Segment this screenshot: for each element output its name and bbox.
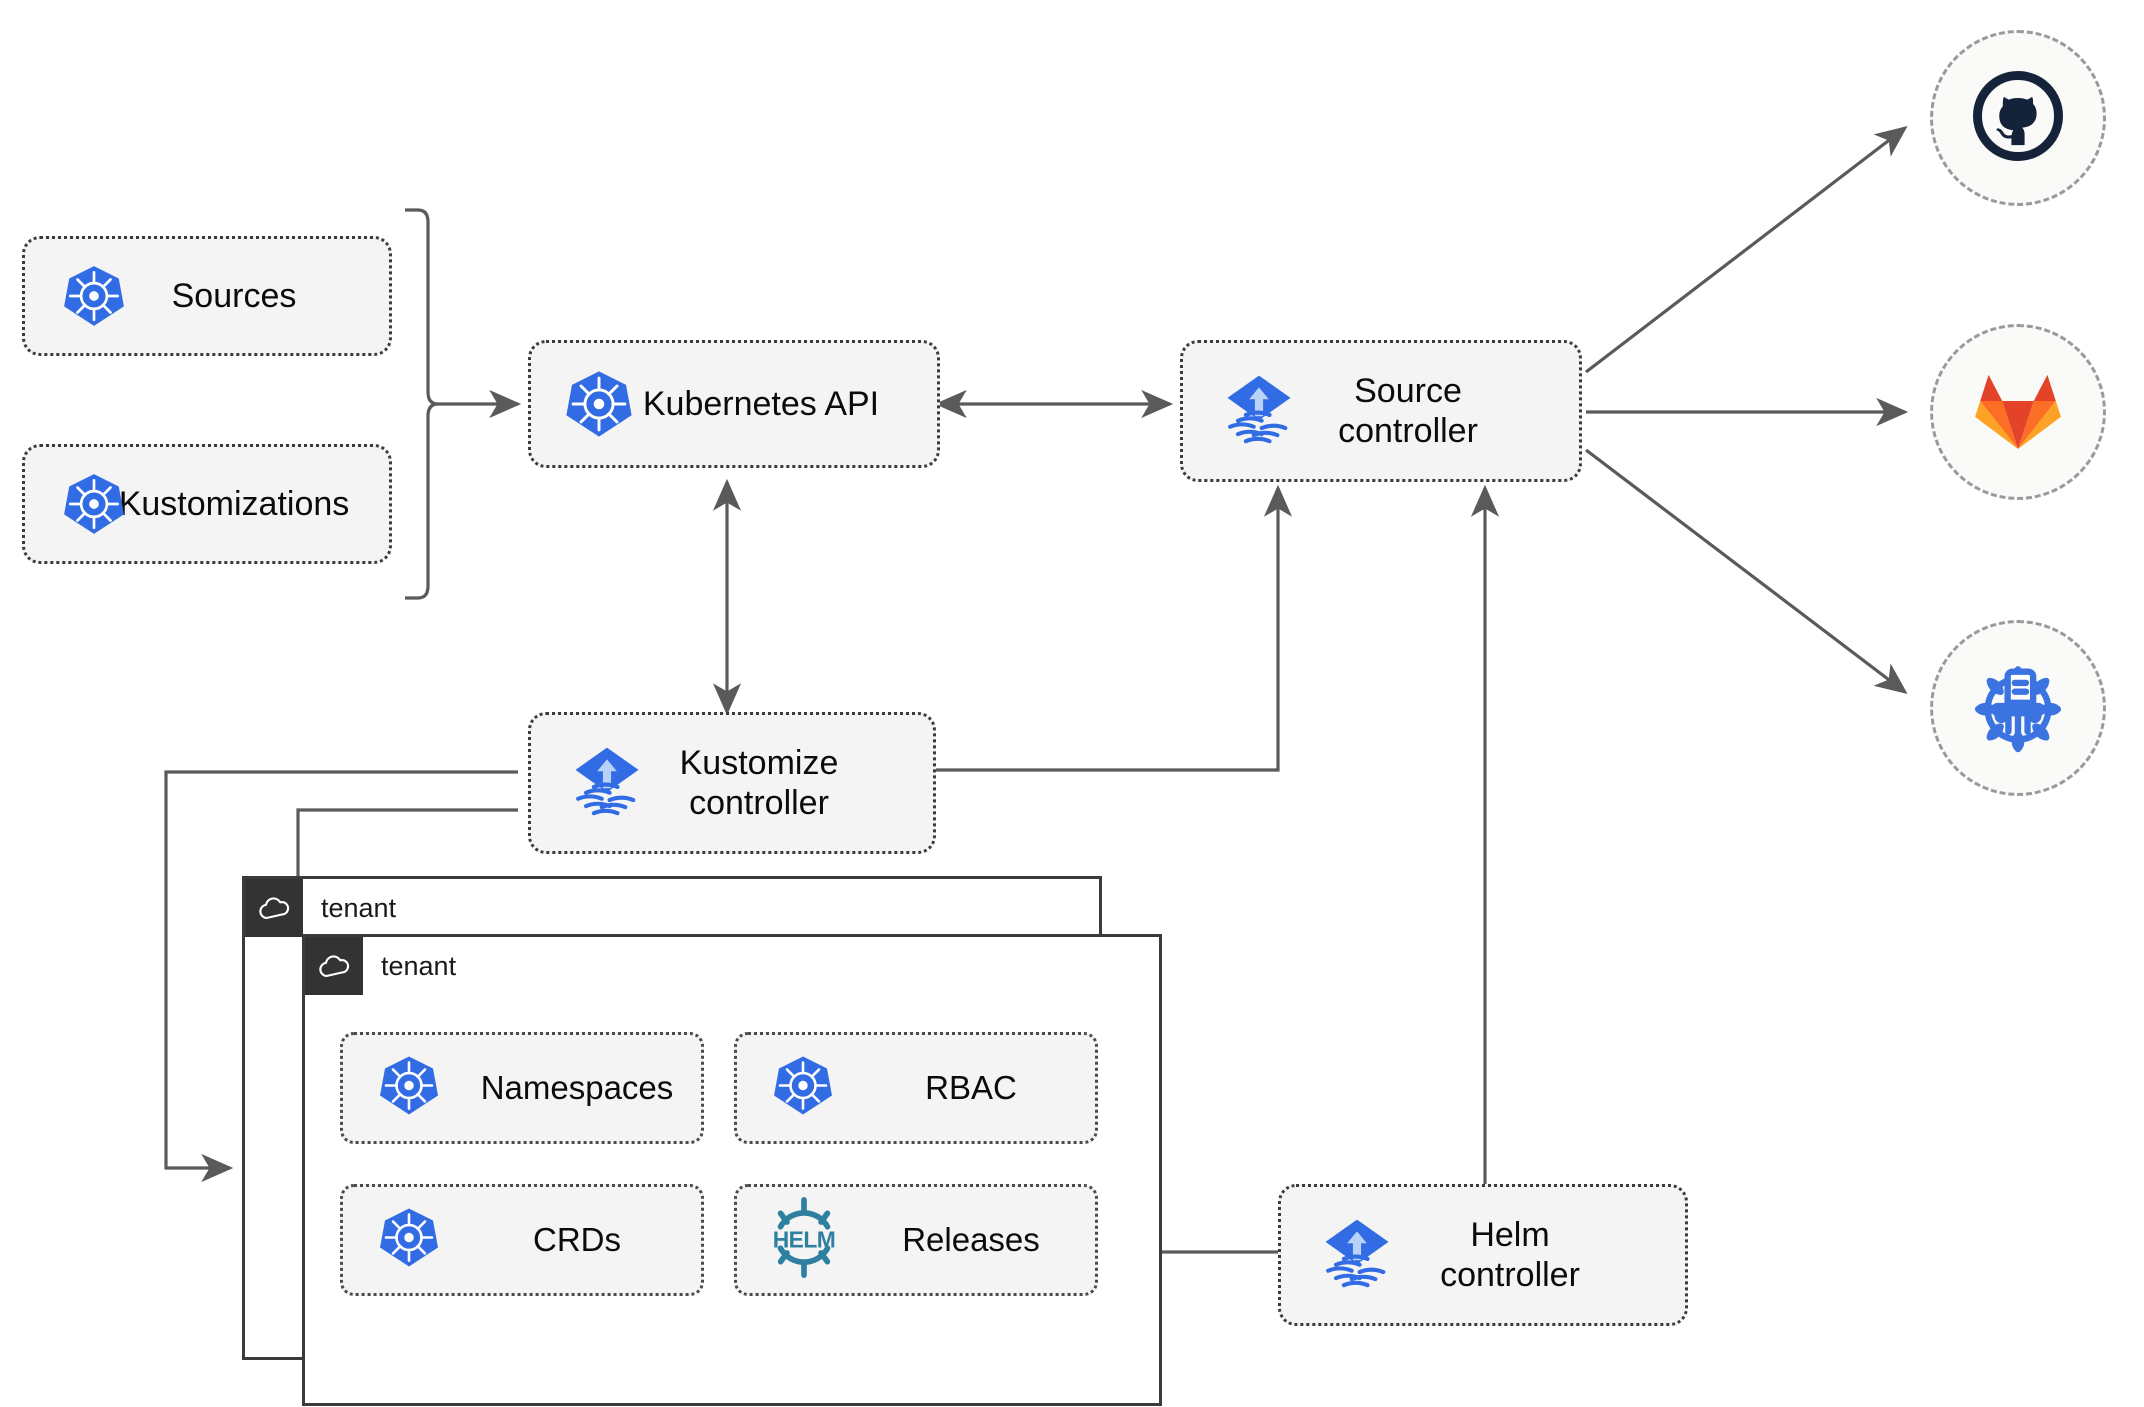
node-source-controller[interactable]: Source controller xyxy=(1180,340,1582,482)
node-label: Kustomize controller xyxy=(679,743,839,822)
edge-sources-bracket xyxy=(405,208,439,600)
kubernetes-icon xyxy=(563,368,635,440)
tenant-header: tenant xyxy=(245,879,396,937)
node-releases[interactable]: HELM Releases xyxy=(734,1184,1098,1296)
node-label: Sources xyxy=(171,276,297,315)
provider-github[interactable] xyxy=(1930,30,2106,206)
node-crds[interactable]: CRDs xyxy=(340,1184,704,1296)
provider-helm-repository[interactable] xyxy=(1930,620,2106,796)
kubernetes-icon xyxy=(61,263,127,329)
node-helm-controller[interactable]: Helm controller xyxy=(1278,1184,1688,1326)
node-label: Kustomizations xyxy=(118,484,350,523)
node-rbac[interactable]: RBAC xyxy=(734,1032,1098,1144)
node-kustomize-controller[interactable]: Kustomize controller xyxy=(528,712,936,854)
node-label: CRDs xyxy=(533,1221,621,1258)
tenant-label: tenant xyxy=(321,892,397,923)
github-icon xyxy=(1970,68,2066,169)
tenant-label: tenant xyxy=(381,950,457,981)
helm-wheel-icon xyxy=(1967,655,2069,762)
node-label: Kubernetes API xyxy=(642,384,880,423)
tenant-header: tenant xyxy=(305,937,456,995)
kubernetes-icon xyxy=(377,1206,441,1275)
node-label: RBAC xyxy=(925,1069,1017,1106)
node-label: Source controller xyxy=(1338,371,1478,450)
kubernetes-icon xyxy=(771,1054,835,1123)
helm-wordmark-icon: HELM xyxy=(761,1195,847,1286)
tenant-container-front[interactable]: tenant xyxy=(302,934,1162,1406)
provider-gitlab[interactable] xyxy=(1930,324,2106,500)
kubernetes-icon xyxy=(377,1054,441,1123)
node-label: Helm controller xyxy=(1440,1215,1580,1294)
flux-icon xyxy=(1315,1213,1399,1297)
cloud-icon xyxy=(305,937,363,995)
edge-source-controller-to-helm-repo xyxy=(1585,448,1908,694)
node-kustomizations[interactable]: Kustomizations xyxy=(22,444,392,564)
edge-kustomize-to-source-controller xyxy=(936,484,1293,772)
kubernetes-icon xyxy=(61,471,127,537)
node-sources[interactable]: Sources xyxy=(22,236,392,356)
node-kubernetes-api[interactable]: Kubernetes API xyxy=(528,340,940,468)
flux-icon xyxy=(565,741,649,825)
svg-text:HELM: HELM xyxy=(773,1227,836,1253)
edge-source-controller-to-github xyxy=(1585,126,1908,374)
flux-icon xyxy=(1217,369,1301,453)
node-label: Namespaces xyxy=(480,1069,674,1106)
node-label: Releases xyxy=(902,1221,1040,1258)
node-namespaces[interactable]: Namespaces xyxy=(340,1032,704,1144)
cloud-icon xyxy=(245,879,303,937)
gitlab-icon xyxy=(1970,365,2066,460)
